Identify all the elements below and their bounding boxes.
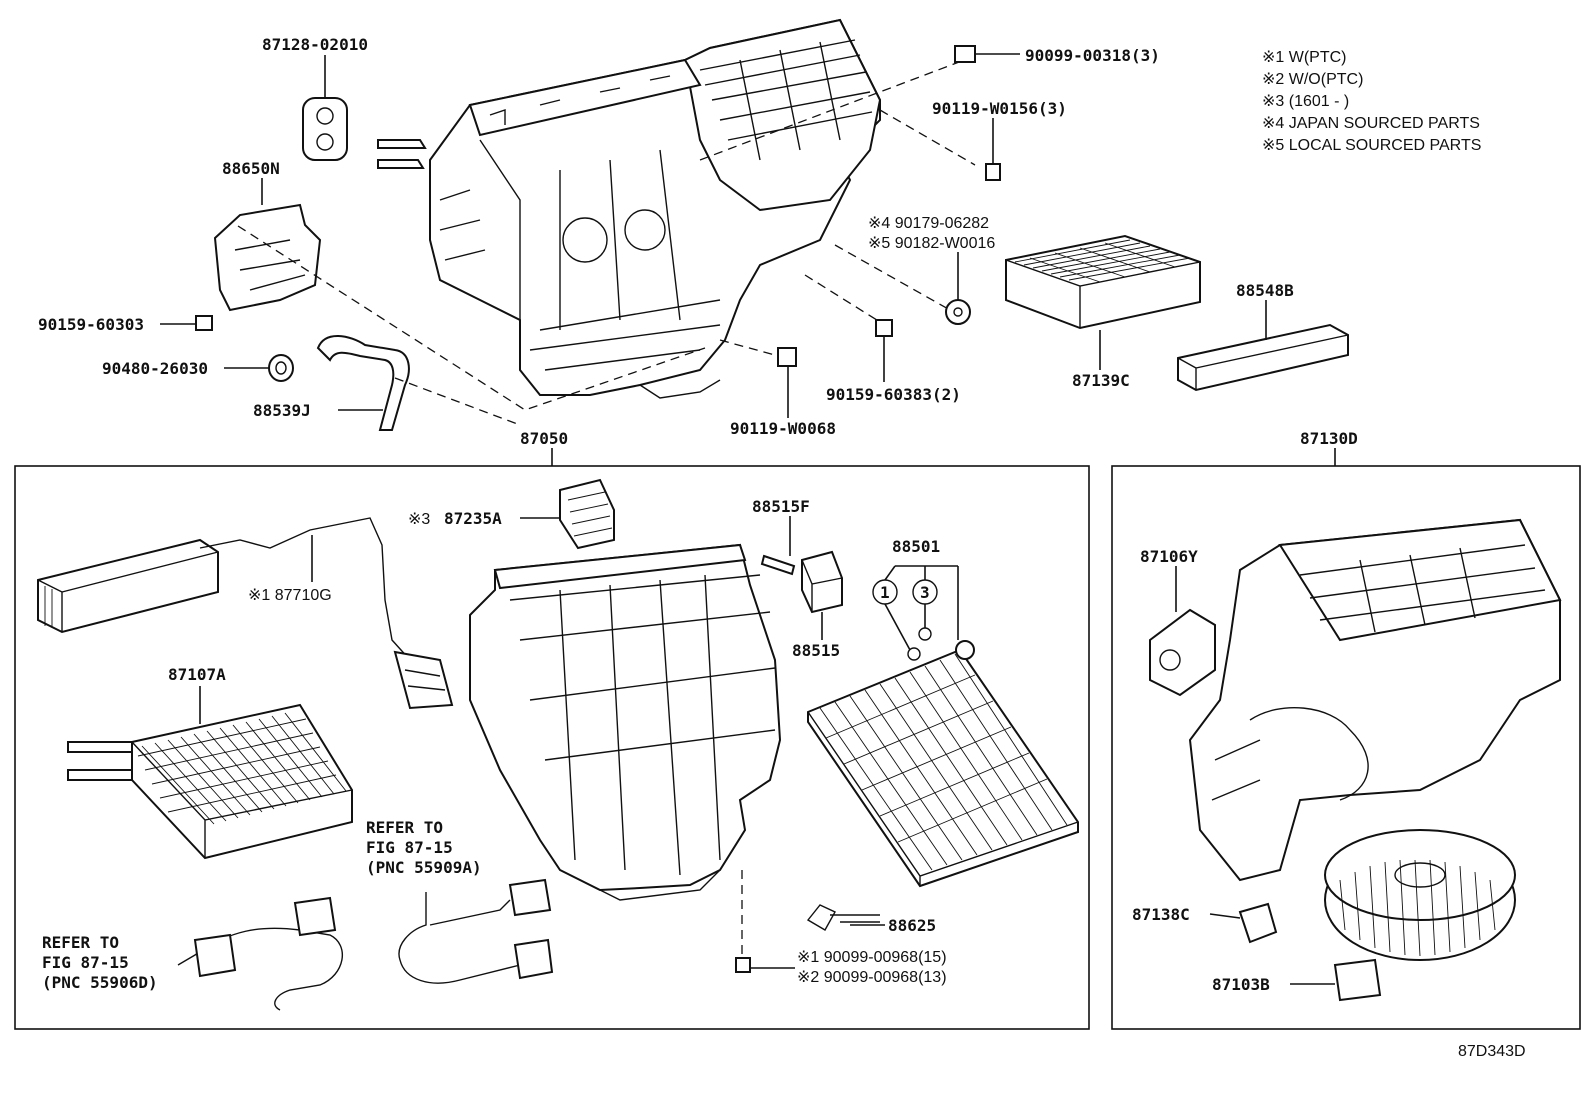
blower-subassembly-box <box>1111 465 1581 1030</box>
servo-motor-87106Y <box>1149 566 1216 697</box>
screw-90159-60383 <box>875 319 893 382</box>
label-90099-00968-13: ※2 90099-00968(13) <box>797 969 947 986</box>
nut-90179-06282 <box>945 252 971 325</box>
cover-87235A <box>520 478 615 550</box>
o-ring-small <box>918 627 932 641</box>
figure-id: 87D343D <box>1458 1043 1526 1060</box>
o-ring-callout-1: 1 <box>872 579 911 651</box>
blower-motor-87103B <box>1290 829 1516 1002</box>
screw-90099-00968 <box>735 957 795 973</box>
label-88539J: 88539J <box>253 401 311 420</box>
refer-a-line3: (PNC 55909A) <box>366 858 482 877</box>
label-90099-00968-15: ※1 90099-00968(15) <box>797 949 947 966</box>
label-87138C: 87138C <box>1132 905 1190 924</box>
label-87050: 87050 <box>520 429 568 448</box>
svg-text:1: 1 <box>880 583 890 602</box>
o-ring-callout-3: 3 <box>912 579 938 628</box>
label-90179-06282: ※4 90179-06282 <box>868 215 989 232</box>
main-unit-assembly-drawing <box>377 18 882 399</box>
bolt-90099-00318 <box>954 45 1020 63</box>
screw-90159-60303 <box>160 315 213 331</box>
drain-hose-88539J <box>316 335 410 431</box>
label-88625: 88625 <box>888 916 936 935</box>
refer-b-line1: REFER TO <box>42 933 119 952</box>
note-3: ※3 (1601 - ) <box>1262 93 1349 110</box>
filter-cover-88548B <box>1177 300 1349 392</box>
screw-90119-W0156 <box>985 118 1001 181</box>
label-87106Y: 87106Y <box>1140 547 1198 566</box>
label-90119-W0156: 90119-W0156(3) <box>932 99 1067 118</box>
label-88650N: 88650N <box>222 159 280 178</box>
legend-notes: ※1 W(PTC) ※2 W/O(PTC) ※3 (1601 - ) ※4 JA… <box>1262 49 1481 154</box>
screw-90119-W0068 <box>777 347 797 418</box>
grommet-90480-26030 <box>224 354 294 382</box>
ptc-heater-87710G <box>37 517 454 710</box>
label-90159-60303: 90159-60303 <box>38 315 144 334</box>
heater-unit-housing <box>469 543 782 901</box>
refer-a-line2: FIG 87-15 <box>366 838 453 857</box>
resistor-87138C <box>1209 902 1278 944</box>
label-87710G: ※1 87710G <box>248 587 332 604</box>
svg-text:3: 3 <box>920 583 930 602</box>
blower-unit-housing <box>1188 518 1562 882</box>
expansion-valve-88515 <box>801 550 843 640</box>
o-ring-small-2 <box>907 647 921 661</box>
label-90119-W0068: 90119-W0068 <box>730 419 836 438</box>
heater-core-87107A <box>67 686 353 860</box>
label-90480-26030: 90480-26030 <box>102 359 208 378</box>
note-1: ※1 W(PTC) <box>1262 49 1347 66</box>
label-87107A: 87107A <box>168 665 226 684</box>
evaporator-88501 <box>807 565 1079 888</box>
label-88548B: 88548B <box>1236 281 1294 300</box>
bolt-88515F <box>760 516 796 576</box>
label-88515: 88515 <box>792 641 840 660</box>
note-87235A: ※3 <box>408 511 430 528</box>
filter-87139C <box>1005 234 1201 370</box>
label-88515F: 88515F <box>752 497 810 516</box>
label-87128-02010: 87128-02010 <box>262 35 368 54</box>
bracket-88650N <box>213 178 322 312</box>
note-4: ※4 JAPAN SOURCED PARTS <box>1262 115 1480 132</box>
label-87103B: 87103B <box>1212 975 1270 994</box>
refer-b-line2: FIG 87-15 <box>42 953 129 972</box>
label-87139C: 87139C <box>1072 371 1130 390</box>
label-90182-W0016: ※5 90182-W0016 <box>868 235 995 252</box>
grommet-87128-02010 <box>302 55 348 161</box>
refer-a-line1: REFER TO <box>366 818 443 837</box>
harness-55909A <box>398 878 554 984</box>
note-5: ※5 LOCAL SOURCED PARTS <box>1262 137 1481 154</box>
label-90099-00318: 90099-00318(3) <box>1025 46 1160 65</box>
harness-55906D <box>177 896 343 1011</box>
label-87235A: 87235A <box>444 509 502 528</box>
refer-b-line3: (PNC 55906D) <box>42 973 158 992</box>
label-90159-60383: 90159-60383(2) <box>826 385 961 404</box>
thermistor-88625 <box>806 904 885 931</box>
label-87130D: 87130D <box>1300 429 1358 448</box>
label-88501: 88501 <box>892 537 940 556</box>
note-2: ※2 W/O(PTC) <box>1262 71 1363 88</box>
